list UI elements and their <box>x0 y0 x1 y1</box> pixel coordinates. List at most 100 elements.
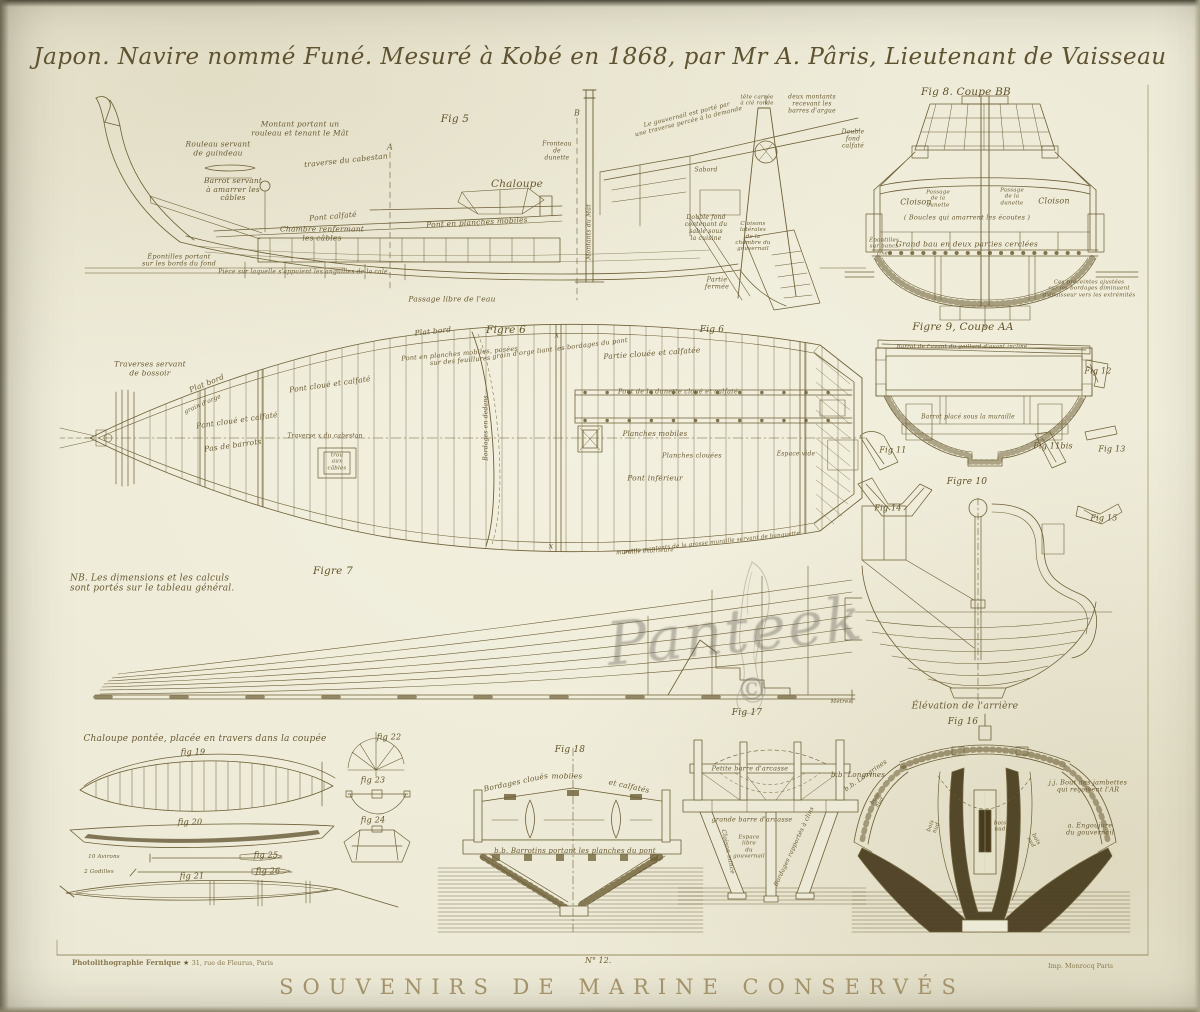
fig25-label: fig 25 <box>253 850 279 860</box>
fig8-ann: ( Boucles qui amarrent les écoutes ) <box>903 213 1031 222</box>
fig16-label: Fig 16 <box>947 716 979 727</box>
fig5-ann: Épontilles portant sur les bords du fond <box>141 252 217 268</box>
fig5-ann: deux montants recevant les barres d'argu… <box>788 93 836 115</box>
fig8-ann: Épontilles sur bancs fixes <box>869 237 899 257</box>
fig17-ann: b.b. Longrines <box>830 770 886 779</box>
fig6-drawing <box>60 320 865 560</box>
fig6-ann: Pont inférieur <box>627 473 683 483</box>
photo-edge-left <box>0 0 9 1012</box>
fig7-label: Figre 7 <box>312 564 354 577</box>
fig6-ann: Bordages en dedans <box>482 395 490 461</box>
fig6-marker-x: x <box>548 541 554 551</box>
fig6-ann: Pont de la dunette cloué et calfaté <box>617 387 739 396</box>
fig5-label: Fig 5 <box>440 112 470 125</box>
fig5-ann: Double fond contenant du sable sous la c… <box>684 214 728 242</box>
photo-edge-top <box>0 0 1200 7</box>
fig5-ann: Barrot servant à amarrer les câbles <box>203 176 263 203</box>
oars-label: 10 Avirons <box>88 853 120 860</box>
fig15-label: Fig 15 <box>1090 513 1118 523</box>
fig5-ann: Chambre renfermant les câbles <box>279 224 365 242</box>
fig17-label: Fig 17 <box>731 707 763 718</box>
fig8-drawing <box>845 96 1138 328</box>
fig6-ann: trou aux câbles <box>327 452 347 472</box>
fig5-ann: Chaloupe <box>490 177 544 190</box>
fig23-label: fig 23 <box>360 775 386 785</box>
plate-frame <box>57 85 1148 955</box>
fig16-drawing <box>852 714 1130 932</box>
fig6-marker-x: x <box>554 330 560 340</box>
fig7-note: NB. Les dimensions et les calculs sont p… <box>70 573 235 594</box>
fig18-ann: mobiles <box>551 771 583 781</box>
imprint-left-address: 31, rue de Fleurus, Paris <box>191 959 274 967</box>
fig19-label: fig 19 <box>180 747 206 757</box>
fig17-ann: Petite barre d'arcasse <box>711 764 789 773</box>
fig8-ann: Cloison <box>900 197 932 207</box>
fig5-ann: Passage libre de l'eau <box>408 294 496 304</box>
fig8-ann: Grand bau en deux parties cerclées <box>895 239 1039 249</box>
fig26-label: fig 26 <box>255 866 281 876</box>
fig14-label: Fig 14 <box>874 503 902 513</box>
fig16-ann: a. Engoujure du gouvernail <box>1065 821 1115 837</box>
fig6-ann: Traverses servant de bossoir <box>114 359 186 377</box>
fig6-ann: Planches mobiles <box>622 429 688 438</box>
fig16-ann: bois nud <box>993 820 1007 833</box>
photo-edge-bottom <box>0 1006 1200 1012</box>
fig8-ann: Cloison <box>1038 196 1070 206</box>
fig22-label: fig 22 <box>376 732 402 742</box>
fig5-ann: Montants du Mât <box>585 204 593 260</box>
fig11-label: Fig 11 <box>879 445 907 455</box>
fig17-drawing <box>678 740 866 904</box>
sculls-label: 2 Godilles <box>84 868 114 875</box>
fig5-drawing <box>85 90 866 310</box>
fig9-drawing <box>858 340 1122 524</box>
fig6-label-right: Fig 6 <box>699 324 725 335</box>
imprint-right: Imp. Monrocq Paris <box>1048 962 1114 970</box>
boats-caption: Chaloupe pontée, placée en travers dans … <box>83 733 327 744</box>
fig10-label: Figre 10 <box>946 476 988 487</box>
imprint-left: Photolithographie Fernique ★ 31, rue de … <box>72 958 273 967</box>
fig18-drawing <box>438 748 703 934</box>
fig5-ann: Cloisons latérales de la chambre du gouv… <box>735 221 771 253</box>
fig6-label-left: Figre 6 <box>485 323 527 336</box>
fig16-ann: j.j. Bout des jambettes qui reçoivent l'… <box>1048 778 1128 794</box>
panteek-seahorse <box>737 562 769 714</box>
fig21-label: fig 21 <box>179 871 205 881</box>
fig5-ann: Double fond calfaté <box>841 128 865 150</box>
fig12-label: Fig 12 <box>1084 366 1112 376</box>
fig8-label: Fig 8. Coupe BB <box>921 85 1011 98</box>
fig5-ann: Pièce sur laquelle s'appuient les anguil… <box>218 268 388 276</box>
fig9-ann: Barrot placé sous la muraille <box>921 413 1015 421</box>
fig5-ann: Rouleau servant de guindeau <box>185 139 251 157</box>
series-title: SOUVENIRS DE MARINE CONSERVÉS <box>279 975 965 999</box>
plate-title: Japon. Navire nommé Funé. Mesuré à Kobé … <box>33 44 1167 70</box>
copyright-mark: © <box>737 672 767 708</box>
fig5-ann: tête carrée à clé ronde <box>740 94 774 107</box>
fig7-scale-label: Mètres <box>830 698 852 705</box>
fig10-drawing <box>855 498 1112 700</box>
fig7-drawing <box>95 566 862 703</box>
fig6-ann: Traverse x du cabestan <box>287 432 363 440</box>
fig8-ann: Passage de la dunette <box>926 189 950 209</box>
boats-drawing <box>60 732 410 907</box>
plate-number: N° 12. <box>585 956 612 965</box>
star-icon: ★ <box>183 959 190 967</box>
fig6-ann: Espace vide <box>776 450 816 458</box>
fig9-label: Figre 9, Coupe AA <box>912 320 1014 333</box>
fig5-ann: Partie fermée <box>704 275 730 291</box>
imprint-left-name: Photolithographie Fernique <box>72 958 181 967</box>
fig17-ann: Espace libre du gouvernail <box>733 834 765 860</box>
fig18-label: Fig 18 <box>554 744 586 755</box>
fig24-label: fig 24 <box>360 815 386 825</box>
photo-edge-right <box>1194 0 1200 1012</box>
fig5-ann: Fronteau de dunette <box>542 140 572 162</box>
fig5-marker-a: A <box>387 142 393 152</box>
fig5-ann: Montant portant un rouleau et tenant le … <box>251 119 349 137</box>
fig8-ann: Ces préceintes ajustées sur les bordages… <box>1042 279 1136 299</box>
fig9-ann: Barrot de l'avant du gaillard d'avant in… <box>896 343 1028 350</box>
fig18-ann: b.b. Barrotins portant les planches du p… <box>494 846 656 855</box>
fig11bis-label: Fig 11bis <box>1033 441 1073 451</box>
fig20-label: fig 20 <box>177 817 203 827</box>
fig6-ann: Planches clouées <box>662 451 722 460</box>
